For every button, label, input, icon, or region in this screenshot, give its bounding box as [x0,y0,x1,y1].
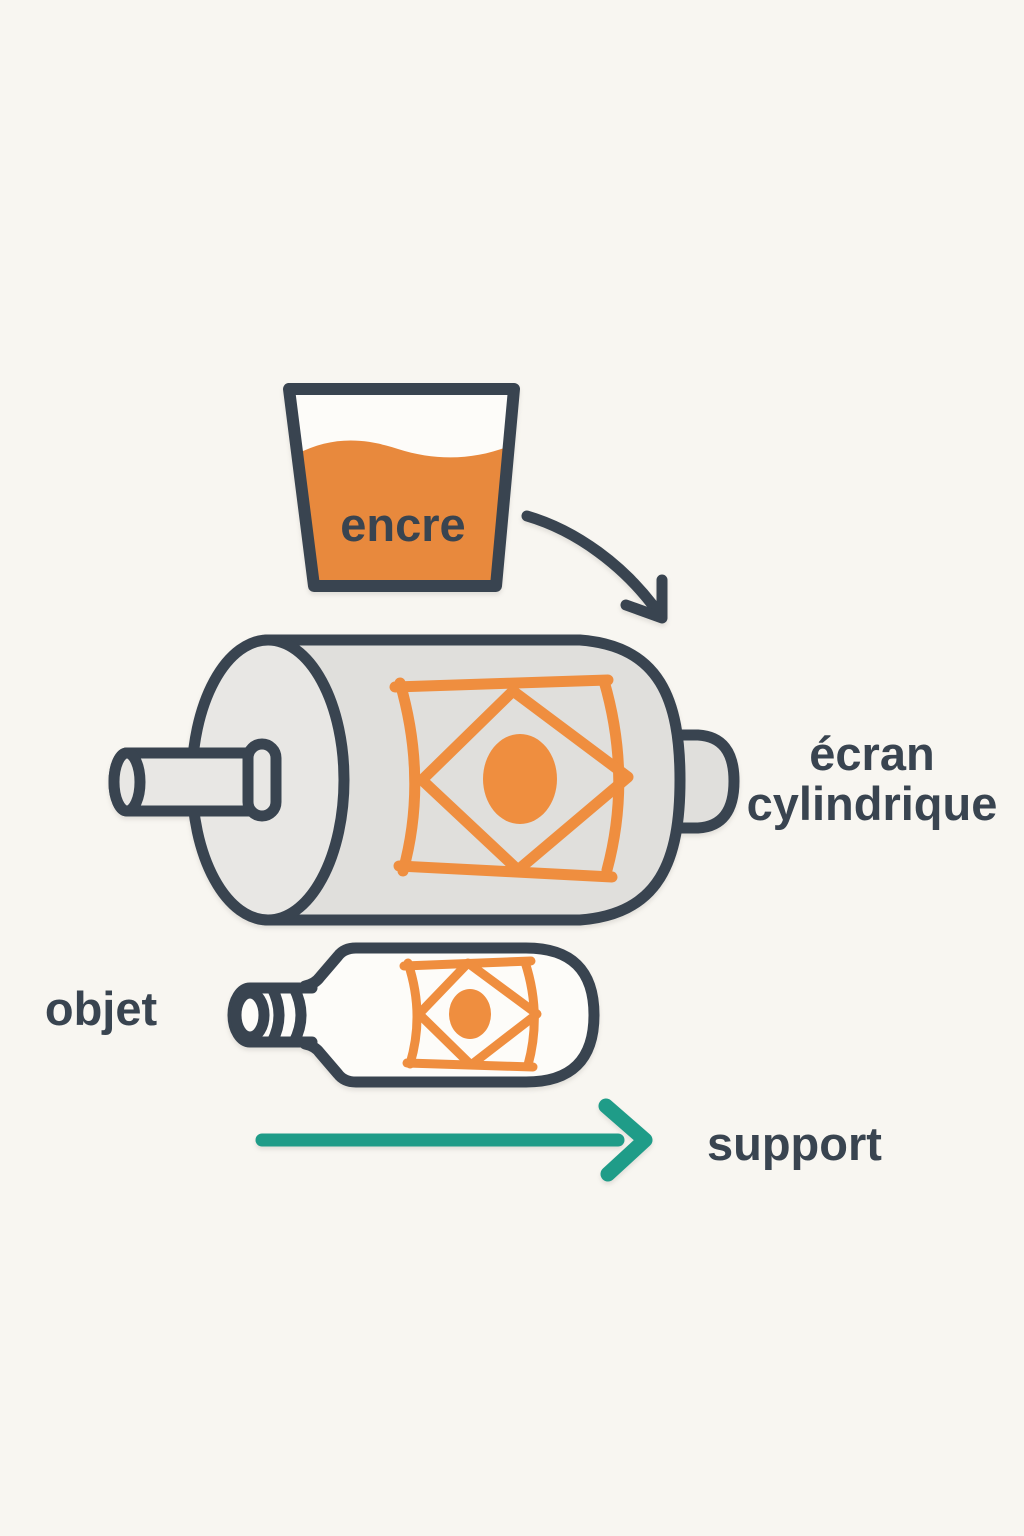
pour-arrow-icon [521,510,668,624]
pattern-top-bar [389,674,614,693]
drum-body [260,634,686,926]
support-arrow-icon [255,1098,653,1182]
ink-label: encre [340,498,466,551]
screen-label-line2: cylindrique [746,777,998,830]
ink-fill [297,440,507,586]
pour-arrow-curve [521,510,666,621]
bottle-thread-ring-1 [266,982,285,1048]
printed-pattern-icon [399,956,542,1072]
axle-shaft-icon [108,738,282,822]
bottle-thread-ring-2 [288,982,307,1048]
cylindrical-screen-icon [108,634,740,926]
pattern-diamond [416,685,634,876]
screen-label-line1: écran [809,727,935,780]
ink-cup-icon [283,383,520,592]
screen-label: écran cylindrique [722,729,1022,829]
drum-right-stub [670,729,740,834]
pattern-left-arc [394,677,421,877]
shaft-end-cap [108,747,146,817]
pattern-dot [483,734,557,824]
object-label: objet [44,982,158,1035]
print-diamond [414,958,542,1070]
bottle-opening [230,987,270,1043]
support-arrow-head [598,1098,653,1182]
bottle-icon [227,942,600,1088]
support-label: support [707,1117,882,1170]
cup-outline [283,383,520,592]
screen-pattern-icon [389,674,634,883]
pattern-bottom-bar [393,860,618,883]
shaft-collar [242,738,282,822]
print-dot [449,989,491,1039]
pour-arrow-head [620,574,668,624]
